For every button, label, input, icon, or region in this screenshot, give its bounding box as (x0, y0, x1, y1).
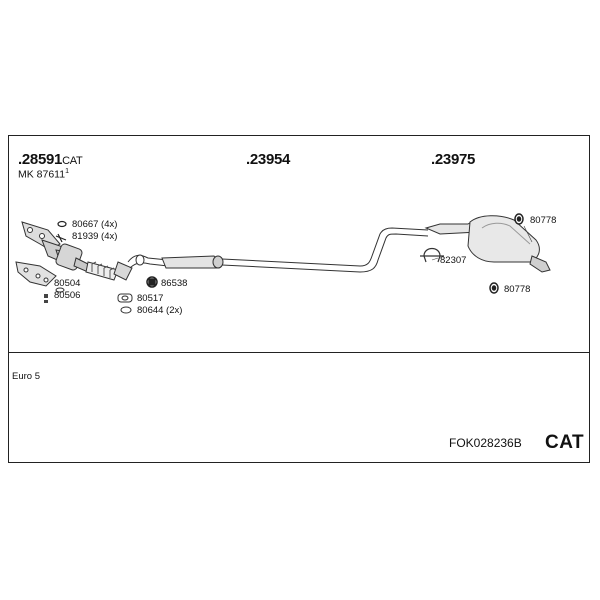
rear-silencer-number: .23975 (431, 151, 476, 168)
diagram-frame (8, 135, 590, 463)
manifold-catalyst-icon (41, 239, 93, 273)
part-label-80506: 80506 (54, 290, 81, 301)
diagram-divider (8, 352, 590, 353)
front-pipe-number: .28591CAT (18, 151, 83, 168)
part-label-80667: 80667 (4x) (72, 219, 118, 230)
hanger-icon (146, 276, 158, 288)
clamp-icon (420, 247, 444, 263)
part-label-80504: 80504 (54, 278, 81, 289)
system-code: FOK028236B (449, 436, 522, 450)
leader-lines (431, 225, 533, 261)
front-pipe-note: MK 876111 (18, 168, 69, 181)
hanger-icon (514, 213, 524, 225)
hanger-icon (489, 282, 499, 294)
part-label-80778-bottom: 80778 (504, 284, 531, 295)
lower-gasket-icon (15, 261, 57, 287)
middle-silencer-icon (161, 255, 224, 269)
intermediate-pipe-icon (221, 227, 429, 273)
part-label-82307: 82307 (440, 255, 467, 266)
middle-silencer-number: .23954 (246, 151, 291, 168)
part-label-86538: 86538 (161, 278, 188, 289)
catalyst-badge: CAT (545, 432, 585, 453)
gasket-ring-icon (55, 287, 133, 314)
rear-silencer-icon (424, 215, 551, 273)
emission-norm: Euro 5 (12, 371, 40, 382)
part-label-80644: 80644 (2x) (137, 305, 183, 316)
bolt-icon (55, 220, 67, 243)
part-label-81939: 81939 (4x) (72, 231, 118, 242)
nut-icon (44, 294, 48, 303)
front-pipe-icon (127, 254, 169, 269)
flex-pipe-icon (85, 261, 133, 281)
part-label-80778-top: 80778 (530, 215, 557, 226)
part-label-80517: 80517 (137, 293, 164, 304)
